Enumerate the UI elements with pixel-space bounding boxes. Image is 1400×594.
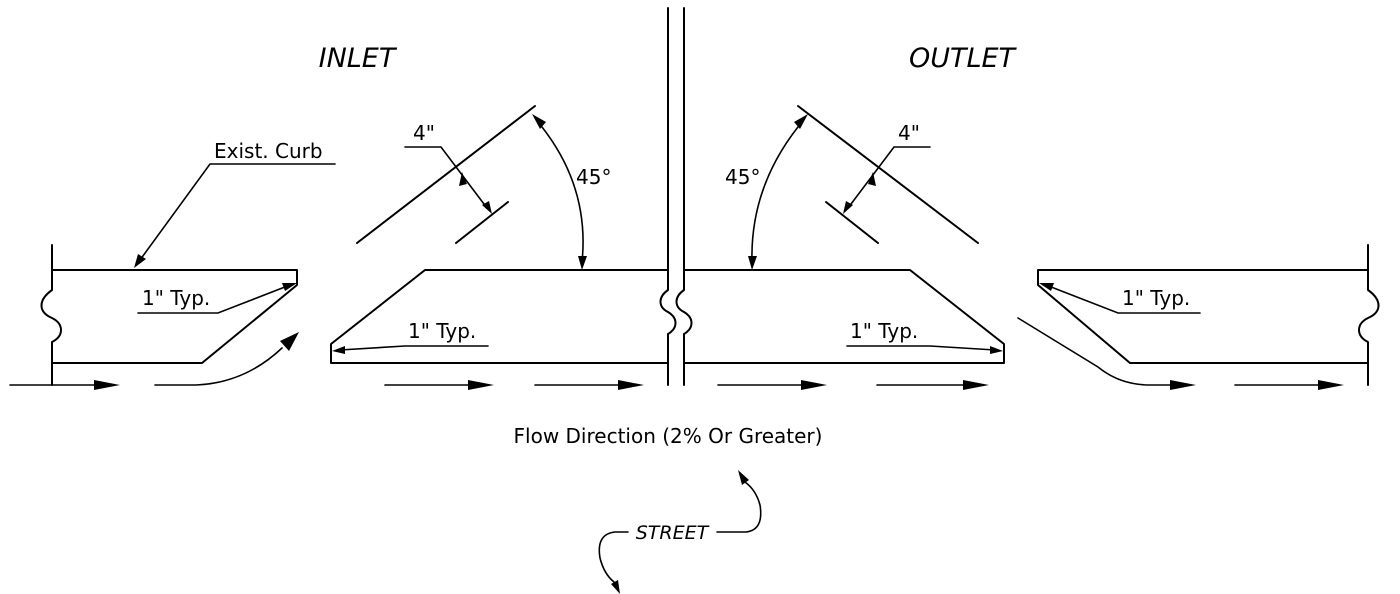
center-break-line [659, 7, 693, 386]
outlet-angle-dimension: 45° [725, 114, 808, 270]
inlet-title: INLET [319, 43, 398, 74]
flow-arrows [9, 317, 1344, 390]
outlet-cut-guide-lines [797, 105, 979, 244]
inlet-angle-label: 45° [576, 165, 611, 189]
outlet-title: OUTLET [909, 43, 1018, 74]
outlet-slab-typ-label: 1" Typ. [850, 319, 918, 343]
inlet-cut-guide-lines [356, 105, 536, 244]
street-indicator: STREET [598, 470, 762, 594]
outlet-offset-label: 4" [898, 121, 920, 145]
outlet-angle-label: 45° [725, 165, 760, 189]
outlet-offset-dimension: 4" [843, 121, 931, 214]
right-existing-curb [1037, 244, 1380, 386]
inlet-offset-label: 4" [413, 121, 435, 145]
outlet-slab [683, 269, 1005, 364]
inlet-offset-dimension: 4" [404, 121, 492, 214]
outlet-slab-typ-callout: 1" Typ. [846, 319, 1003, 354]
inlet-slab-typ-label: 1" Typ. [408, 319, 476, 343]
left-existing-curb [40, 244, 298, 386]
right-curb-typ-callout: 1" Typ. [1039, 283, 1201, 314]
exist-curb-label: Exist. Curb [214, 139, 323, 163]
inlet-slab [330, 269, 669, 364]
left-curb-typ-callout: 1" Typ. [137, 283, 297, 314]
left-curb-typ-label: 1" Typ. [142, 286, 210, 310]
inlet-slab-typ-callout: 1" Typ. [332, 319, 489, 354]
flow-direction-label: Flow Direction (2% Or Greater) [514, 424, 823, 448]
street-label: STREET [636, 522, 710, 544]
inlet-angle-dimension: 45° [532, 114, 611, 270]
exist-curb-callout: Exist. Curb [134, 139, 336, 268]
right-curb-typ-label: 1" Typ. [1122, 286, 1190, 310]
